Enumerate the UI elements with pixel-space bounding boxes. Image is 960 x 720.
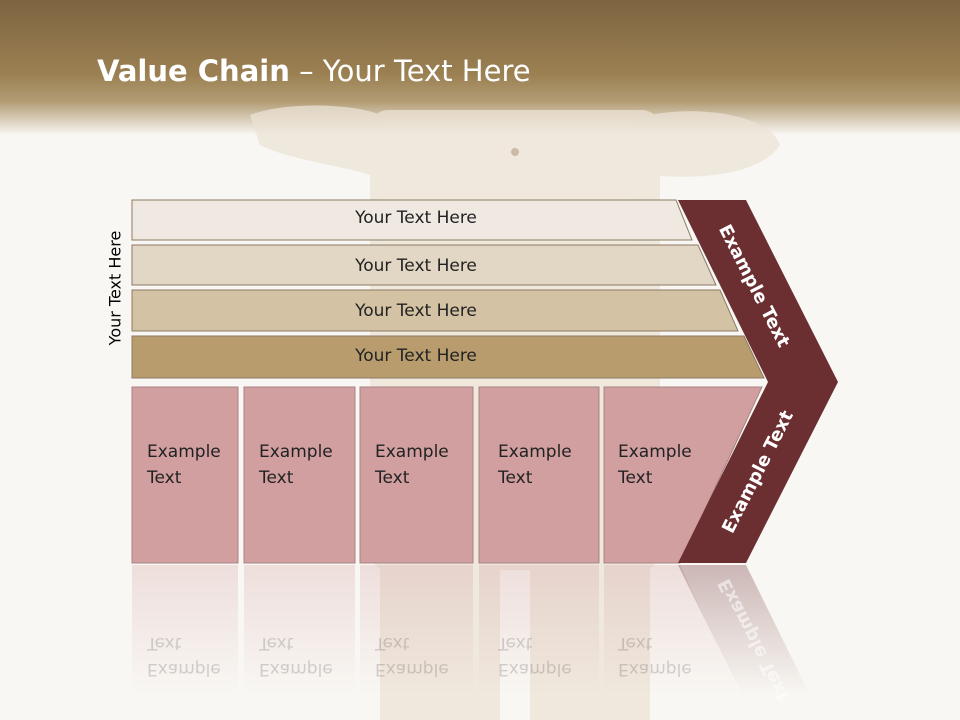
box-label-4-line1: Example xyxy=(498,442,572,462)
row-label-2: Your Text Here xyxy=(355,256,477,276)
box-reflection-1 xyxy=(132,565,238,695)
box-label-reflection-4-line2: Text xyxy=(498,633,533,653)
chevron-arrow xyxy=(678,200,838,563)
box-label-reflection-2: Example Text xyxy=(259,630,359,682)
title-rest: – Your Text Here xyxy=(289,54,531,88)
box-label-reflection-4: Example Text xyxy=(498,630,598,682)
box-label-reflection-3-line1: Example xyxy=(375,659,449,679)
box-label-3-line2: Text xyxy=(375,468,410,488)
row-label-3: Your Text Here xyxy=(355,301,477,321)
box-label-1-line1: Example xyxy=(147,442,221,462)
box-label-1-line2: Text xyxy=(147,468,182,488)
activity-box-3 xyxy=(359,386,474,564)
box-label-reflection-5-line1: Example xyxy=(618,659,692,679)
box-reflection-4 xyxy=(479,565,599,695)
page-title: Value Chain – Your Text Here xyxy=(97,54,531,88)
title-bold: Value Chain xyxy=(97,54,290,88)
box-label-reflection-1-line2: Text xyxy=(147,633,182,653)
box-label-reflection-5-line2: Text xyxy=(618,633,653,653)
box-label-2-line2: Text xyxy=(259,468,294,488)
box-label-5-line2: Text xyxy=(618,468,653,488)
box-label-3-line1: Example xyxy=(375,442,449,462)
box-label-reflection-3: Example Text xyxy=(375,630,475,682)
chevron-reflection xyxy=(678,565,810,695)
box-label-reflection-5: Example Text xyxy=(618,630,718,682)
row-bar-3 xyxy=(131,289,739,332)
box-reflection-5 xyxy=(604,565,740,695)
activity-box-1 xyxy=(131,386,239,564)
box-reflection-3 xyxy=(360,565,473,695)
box-reflection-2 xyxy=(244,565,355,695)
box-label-reflection-1: Example Text xyxy=(147,630,247,682)
box-label-2-line1: Example xyxy=(259,442,333,462)
box-label-4-line2: Text xyxy=(498,468,533,488)
row-label-1: Your Text Here xyxy=(355,208,477,228)
activity-box-2 xyxy=(243,386,356,564)
row-bar-1 xyxy=(131,199,693,241)
activity-box-4 xyxy=(478,386,600,564)
row-bar-4 xyxy=(131,335,765,379)
box-label-reflection-4-line1: Example xyxy=(498,659,572,679)
box-label-5-line1: Example xyxy=(618,442,692,462)
row-bar-2 xyxy=(131,244,717,286)
box-label-reflection-1-line1: Example xyxy=(147,659,221,679)
box-label-reflection-3-line2: Text xyxy=(375,633,410,653)
box-label-reflection-2-line1: Example xyxy=(259,659,333,679)
row-label-4: Your Text Here xyxy=(355,346,477,366)
box-label-reflection-2-line2: Text xyxy=(259,633,294,653)
